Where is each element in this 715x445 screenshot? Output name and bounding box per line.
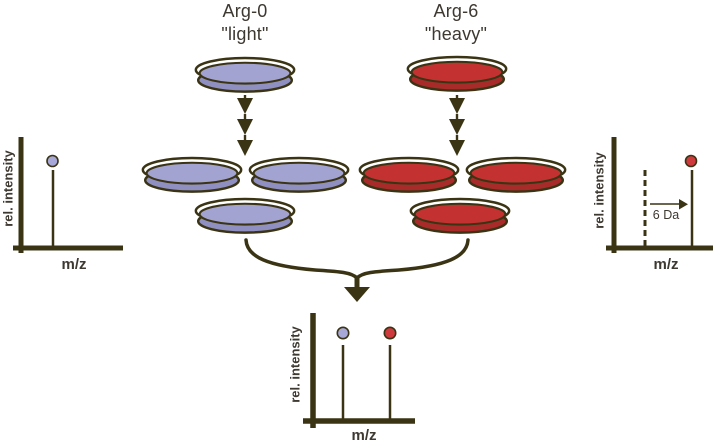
petri-dish-heavy-1	[358, 156, 460, 193]
triple-down-arrow-icon-heavy	[449, 95, 465, 156]
bottom-spectrum-plot	[303, 313, 415, 428]
condition-subtitle-light: "light"	[221, 23, 269, 44]
condition-label-heavy: Arg-6 "heavy"	[393, 0, 519, 45]
petri-dish-heavy-3	[409, 197, 511, 234]
triple-down-arrow-icon-light	[237, 95, 253, 156]
left-x-axis-label: m/z	[61, 256, 87, 273]
right-spectrum-plot	[606, 137, 713, 253]
condition-title-heavy: Arg-6	[433, 1, 479, 21]
petri-dish-heavy-2	[465, 156, 567, 193]
left-spectrum-plot	[13, 137, 123, 253]
merge-brace-arrow-icon	[244, 238, 470, 302]
bottom-x-axis-label: m/z	[351, 427, 377, 444]
mass-shift-label: 6 Da	[652, 208, 680, 222]
petri-dish-heavy-top	[406, 55, 508, 92]
condition-title-light: Arg-0	[222, 1, 268, 21]
petri-dish-light-3	[194, 197, 296, 234]
bottom-heavy-peak-dot	[383, 326, 397, 340]
right-x-axis-label: m/z	[653, 256, 679, 273]
heavy-peak-dot	[684, 154, 698, 168]
petri-dish-light-top	[194, 56, 296, 93]
petri-dish-light-1	[141, 156, 243, 193]
light-peak-dot	[46, 154, 59, 168]
right-y-axis-label: rel. intensity	[591, 152, 607, 229]
bottom-light-peak-dot	[336, 326, 350, 340]
condition-subtitle-heavy: "heavy"	[424, 23, 488, 44]
bottom-y-axis-label: rel. intensity	[287, 326, 303, 403]
petri-dish-light-2	[248, 156, 350, 193]
condition-label-light: Arg-0 "light"	[182, 0, 308, 45]
shift-arrow-head-icon	[679, 199, 688, 210]
left-y-axis-label: rel. intensity	[0, 150, 16, 227]
